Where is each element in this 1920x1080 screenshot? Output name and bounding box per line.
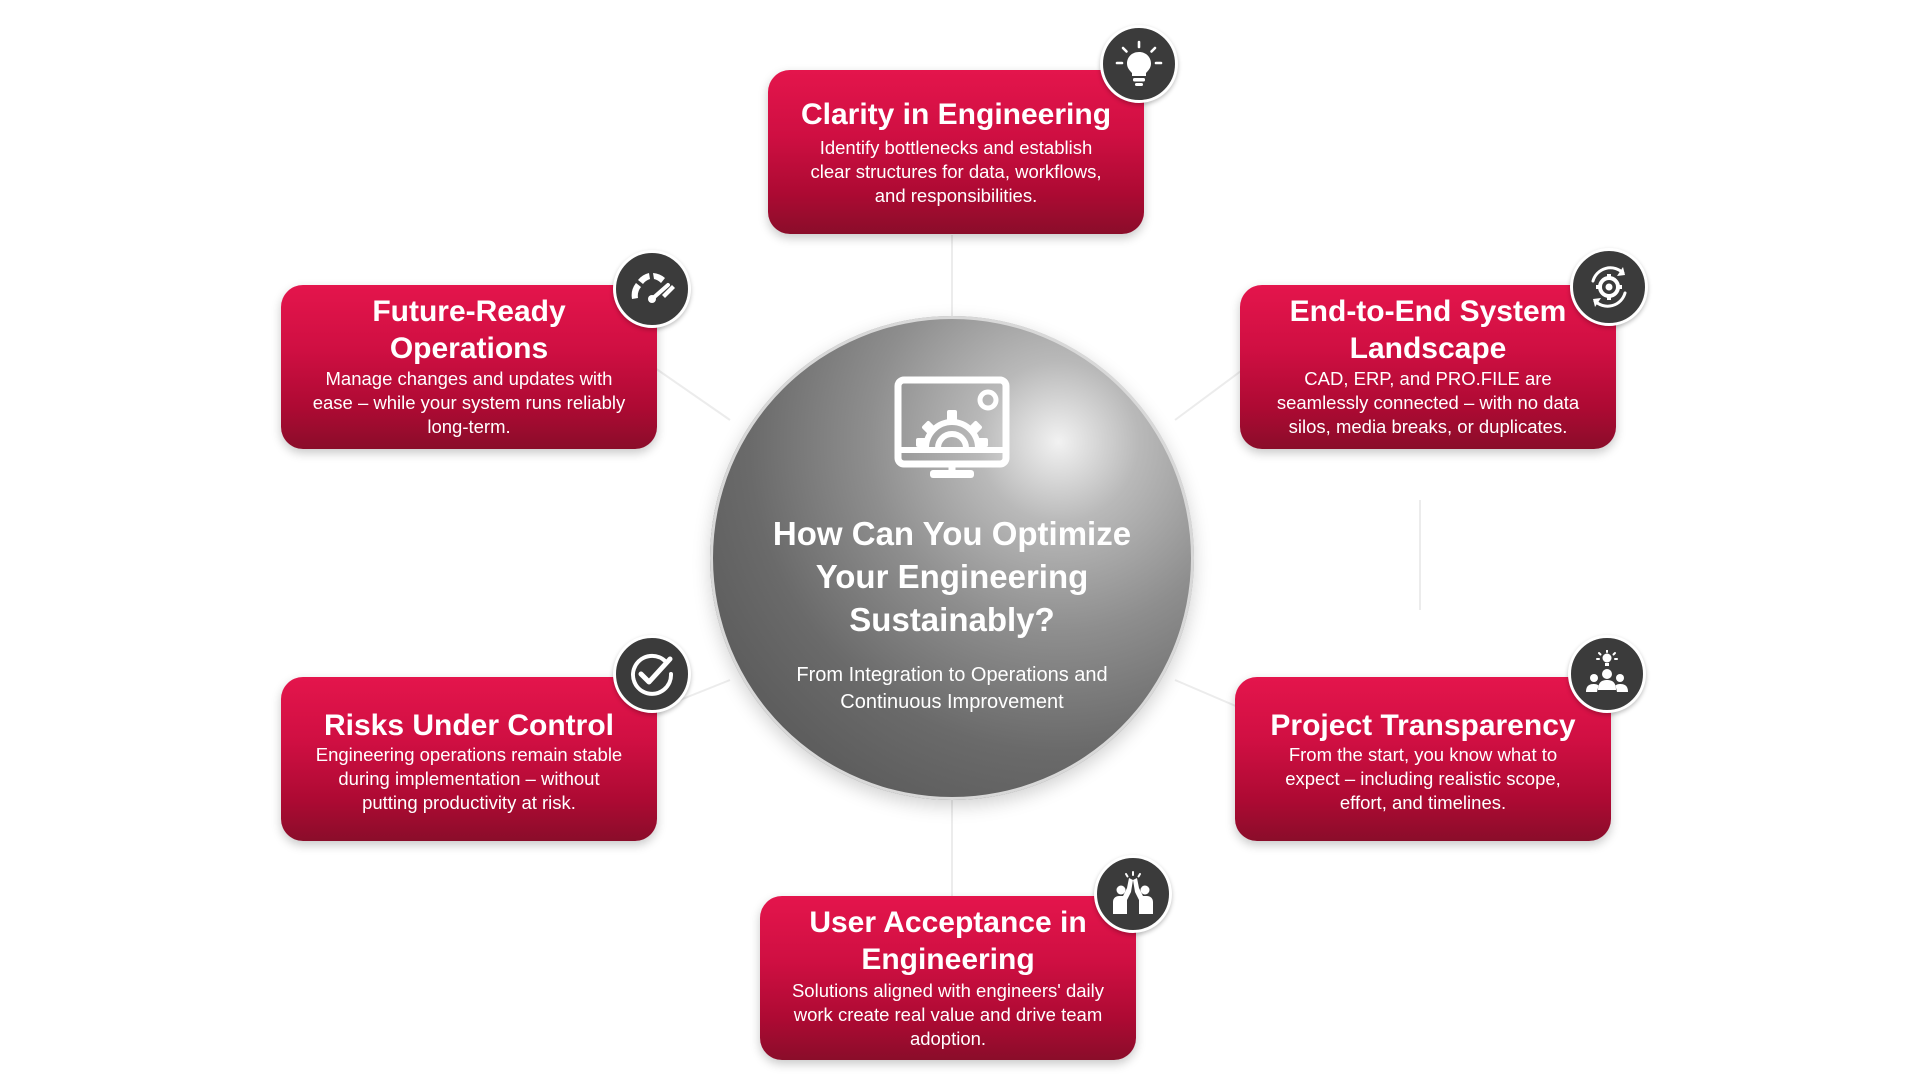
card-future-ready-operations: Future-Ready Operations Manage changes a… [281, 285, 657, 449]
gear-sync-icon [1591, 266, 1627, 308]
card-text: Manage changes and updates with ease – w… [312, 368, 626, 437]
hub-subtitle: From Integration to Operations and Conti… [796, 664, 1108, 713]
team-idea-icon [1586, 650, 1628, 692]
card-risks-under-control: Risks Under Control Engineering operatio… [281, 677, 657, 841]
card-title: Risks Under Control [323, 709, 615, 742]
card-title: Clarity in Engineering [800, 98, 1112, 131]
lightbulb-badge [1100, 25, 1178, 103]
card-user-acceptance-in-engineering: User Acceptance in Engineering Solutions… [760, 896, 1136, 1060]
check-circle-badge [613, 635, 691, 713]
card-project-transparency: Project Transparency From the start, you… [1235, 677, 1611, 841]
card-text: Solutions aligned with engineers' daily … [791, 980, 1105, 1049]
speedometer-icon [631, 273, 675, 303]
lightbulb-icon [1115, 40, 1163, 86]
check-circle-icon [631, 653, 674, 696]
card-clarity-in-engineering: Clarity in Engineering Identify bottlene… [768, 70, 1144, 234]
card-title: Project Transparency [1270, 709, 1576, 742]
high-five-badge [1094, 855, 1172, 933]
monitor-gear-icon [894, 376, 1010, 478]
speedometer-badge [613, 250, 691, 328]
team-idea-badge [1568, 635, 1646, 713]
card-title: Future-Ready Operations [372, 295, 566, 365]
card-title: End-to-End System Landscape [1289, 295, 1567, 365]
card-text: Engineering operations remain stable dur… [315, 744, 623, 813]
card-text: CAD, ERP, and PRO.FILE are seamlessly co… [1276, 368, 1580, 437]
card-title: User Acceptance in Engineering [809, 906, 1087, 976]
card-text: From the start, you know what to expect … [1285, 744, 1561, 813]
card-end-to-end-system-landscape: End-to-End System Landscape CAD, ERP, an… [1240, 285, 1616, 449]
gear-sync-badge [1570, 248, 1648, 326]
central-hub: How Can You Optimize Your Engineering Su… [710, 316, 1194, 800]
high-five-icon [1113, 871, 1153, 914]
card-text: Identify bottlenecks and establish clear… [810, 137, 1102, 206]
hub-title: How Can You Optimize Your Engineering Su… [772, 515, 1132, 638]
